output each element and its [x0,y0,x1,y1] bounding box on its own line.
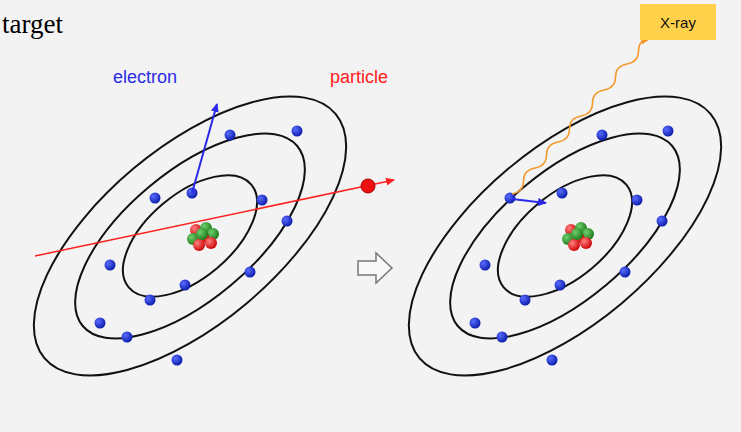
title-word: target [2,10,63,40]
electron-label: electron [113,68,177,88]
particle-label: particle [330,68,388,88]
xray-tag: X-ray [640,4,716,40]
tag-text: X-ray [660,14,696,31]
